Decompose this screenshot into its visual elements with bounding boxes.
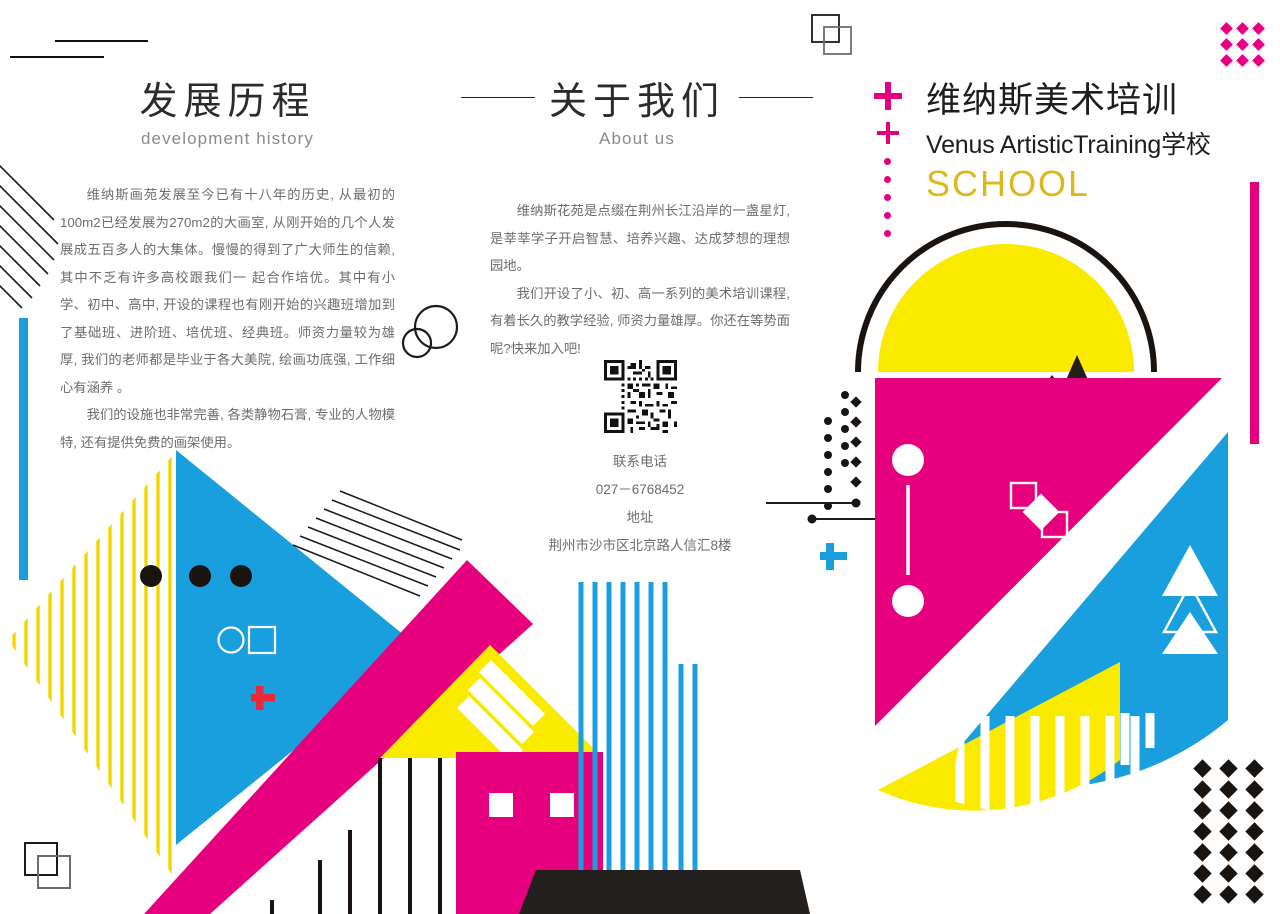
left-column-title-en: development history [140,129,315,148]
fish-body-cyan-triangle [176,450,420,845]
brand-name-en: Venus ArtisticTraining学校 [926,131,1211,159]
cyan-skyline-bars [578,582,698,900]
center-column: 关于我们 About us 维纳斯花苑是点缀在荆州长江沿岸的一盏星灯, 是莘莘学… [452,70,822,362]
overlap-circles-icon [401,304,459,359]
left-paragraph-1: 维纳斯画苑发展至今已有十八年的历史, 从最初的100m2已经发展为270m2的大… [60,187,395,395]
bottom-right-diamond-grid [1193,759,1274,904]
left-column-body: 维纳斯画苑发展至今已有十八年的历史, 从最初的100m2已经发展为270m2的大… [60,181,395,456]
bottom-left-overlap-squares-icon [24,842,71,889]
brand-name-cn: 维纳斯美术培训 [926,81,1179,120]
top-right-dot-grid [1220,22,1268,70]
right-magenta-accent-bar [1250,182,1259,444]
center-column-body: 维纳斯花苑是点缀在荆州长江沿岸的一盏星灯, 是莘莘学子开启智慧、培养兴趣、达成梦… [490,197,790,362]
left-paragraph-2: 我们的设施也非常完善, 各类静物石膏, 专业的人物模特, 还有提供免费的画架使用… [60,407,395,450]
left-column: 发展历程 development history 维纳斯画苑发展至今已有十八年的… [60,70,395,456]
center-title-rule-right [739,96,813,99]
house-roof-white-stripes [457,660,545,762]
black-outline-arc [855,221,1157,373]
brand-school-word: SCHOOL [926,163,1091,204]
white-triangle-cluster [1161,545,1219,654]
left-column-title-cn: 发展历程 [139,81,316,123]
black-vertical-strokes [270,758,442,914]
cyan-edge-white-stripes [1120,713,1155,765]
fish-red-plus-icon [251,686,275,710]
center-title-rule-left [460,96,535,99]
center-paragraph-2: 我们开设了小、初、高一系列的美术培训课程, 有着长久的教学经验, 师资力量雄厚。… [490,285,790,356]
house-windows [489,793,574,817]
center-column-title-cn: 关于我们 [548,81,725,123]
white-diamond-solid [1022,493,1060,531]
contact-phone-label: 联系电话 [613,454,667,469]
center-column-title-en: About us [599,129,675,148]
contact-info: 联系电话 027－6768452 地址 荆州市沙市区北京路人信汇8楼 [520,448,760,560]
brand-plus-icon-2 [877,122,899,144]
fish-circle-square-outline [217,625,277,655]
fish-tail-yellow-stripes [12,452,172,880]
top-overlap-squares-icon [811,14,852,55]
yellow-half-dome [878,244,1134,372]
brand-plus-icon-1 [874,82,902,110]
left-cyan-accent-bar [19,318,28,580]
left-edge-diamond-column [850,396,862,488]
magenta-diagonal-band [144,560,533,914]
center-paragraph-1: 维纳斯花苑是点缀在荆州长江沿岸的一盏星灯, 是莘莘学子开启智慧、培养兴趣、达成梦… [490,203,790,273]
contact-address-value: 荆州市沙市区北京路人信汇8楼 [548,538,732,553]
top-left-rule-decor [10,40,148,58]
fish-black-diagonal-hatch [292,490,463,597]
black-dot-columns [824,391,849,510]
fish-eye-dots [140,565,252,587]
white-dots-on-magenta [892,444,924,617]
cyan-quarter-disc [940,432,1228,789]
contact-address-label: 地址 [626,510,654,525]
cyan-plus-icon [820,543,847,570]
magenta-large-triangle [875,378,1222,726]
right-column-brand: 维纳斯美术培训 Venus ArtisticTraining学校 SCHOOL [874,72,1211,237]
house-ground-platform [519,870,810,914]
contact-phone-value: 027－6768452 [595,482,685,497]
qr-code [604,360,677,433]
left-diagonal-hatch [0,164,59,309]
